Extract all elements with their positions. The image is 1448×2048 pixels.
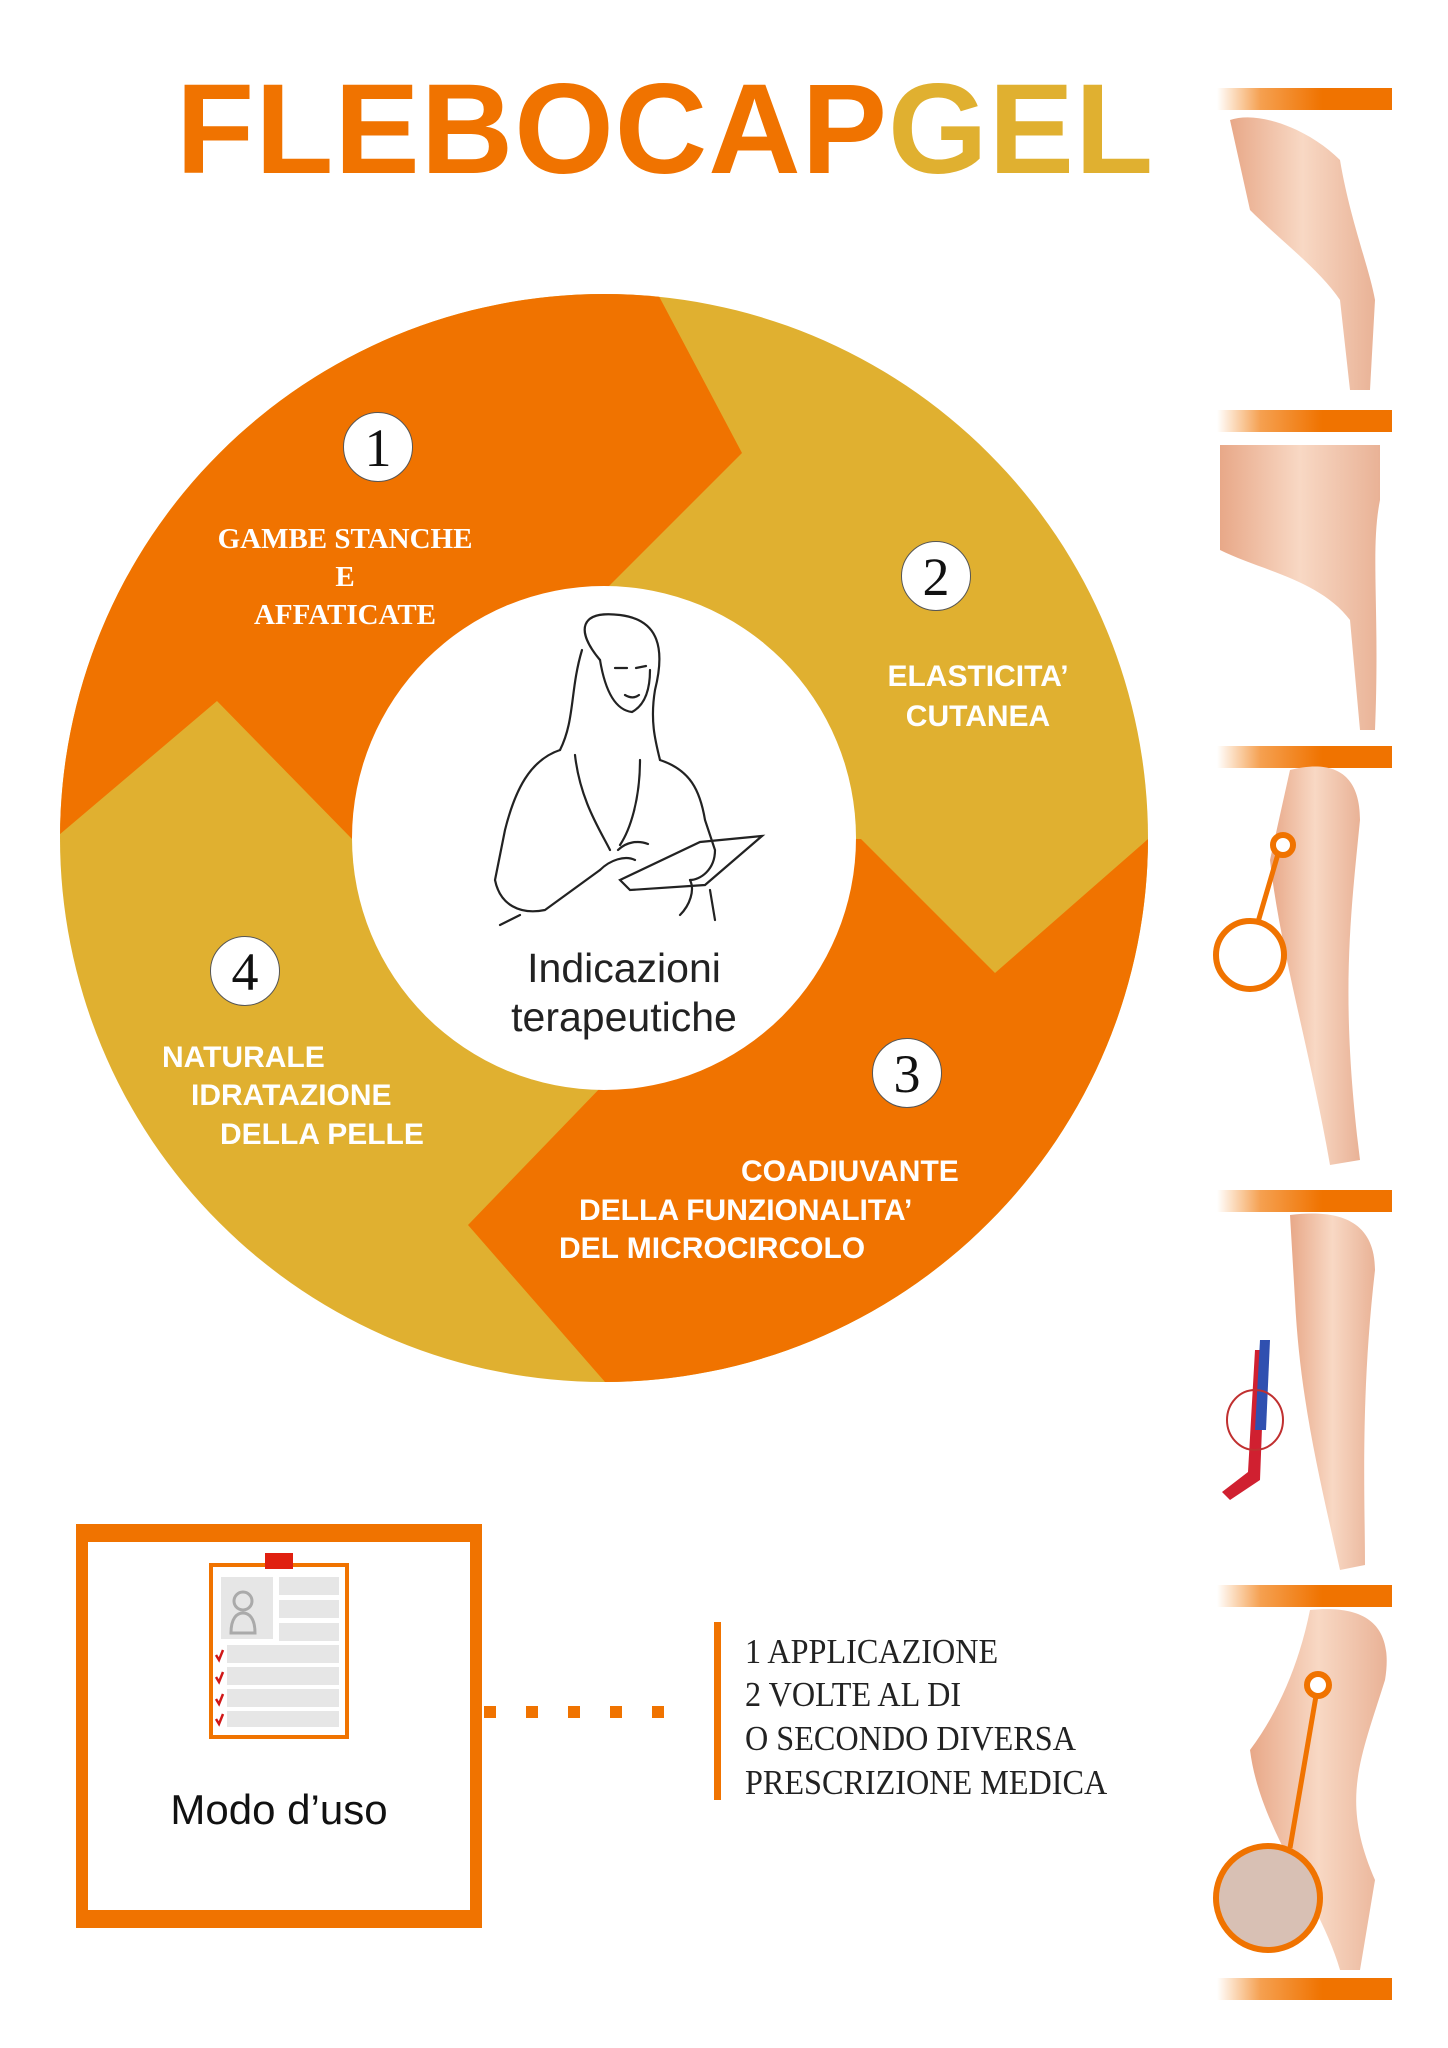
label-3-line: COADIUVANTE [741, 1155, 959, 1188]
title-part-flebocap: FLEBOCAP [176, 58, 888, 201]
label-4-line: DELLA PELLE [220, 1118, 424, 1151]
divider-bar [1217, 1585, 1392, 1607]
legs-image-5 [1250, 1609, 1387, 1970]
label-1-line: E [335, 561, 355, 593]
label-3-line: DEL MICROCIRCOLO [559, 1232, 866, 1265]
title-part-gel: GEL [888, 58, 1155, 201]
instruction-line: 2 VOLTE AL DI [745, 1675, 962, 1714]
zoom-lens-icon [1213, 918, 1287, 992]
center-title-line-2: terapeutiche [511, 994, 737, 1040]
legs-image-2 [1220, 445, 1380, 730]
instruction-line: O SECONDO DIVERSA [745, 1719, 1076, 1758]
label-2: ELASTICITA’ CUTANEA [828, 657, 1128, 737]
legs-photo-column [1213, 117, 1387, 1970]
divider-bar [1217, 1190, 1392, 1212]
dotted-connector [484, 1706, 684, 1718]
legs-image-3 [1270, 766, 1360, 1165]
legs-image-1 [1230, 117, 1375, 390]
clipboard-icon [209, 1553, 349, 1739]
brand-title: FLEBOCAPGEL [176, 66, 1154, 194]
usage-box [76, 1524, 482, 1928]
doctor-illustration [493, 613, 766, 927]
center-title-line-1: Indicazioni [527, 945, 721, 991]
divider-bar [1217, 1978, 1392, 2000]
label-1: GAMBE STANCHE E AFFATICATE [145, 520, 545, 634]
instruction-divider [714, 1622, 721, 1800]
vein-illustration-icon [1222, 1340, 1284, 1500]
zoom-point-icon [1304, 1671, 1332, 1699]
instruction-line: 1 APPLICAZIONE [745, 1632, 999, 1671]
step-number-2: 2 [901, 541, 971, 611]
label-4-line: IDRATAZIONE [191, 1079, 392, 1112]
divider-bar [1217, 88, 1392, 110]
step-number-3: 3 [872, 1038, 942, 1108]
label-1-line: AFFATICATE [253, 599, 437, 631]
step-number-1: 1 [343, 412, 413, 482]
divider-bar [1217, 746, 1392, 768]
zoom-point-icon [1270, 832, 1296, 858]
step-number-4: 4 [210, 936, 280, 1006]
label-4-line: NATURALE [162, 1041, 325, 1074]
legs-image-4 [1290, 1213, 1375, 1570]
instruction-line: PRESCRIZIONE MEDICA [745, 1763, 1108, 1802]
label-2-line: ELASTICITA’ [887, 660, 1069, 693]
label-1-line: GAMBE STANCHE [217, 523, 473, 555]
label-2-line: CUTANEA [905, 700, 1051, 733]
usage-label: Modo d’uso [170, 1786, 388, 1833]
divider-bar [1217, 410, 1392, 432]
label-3-line: DELLA FUNZIONALITA’ [579, 1194, 913, 1227]
dry-skin-lens-icon [1213, 1843, 1323, 1953]
